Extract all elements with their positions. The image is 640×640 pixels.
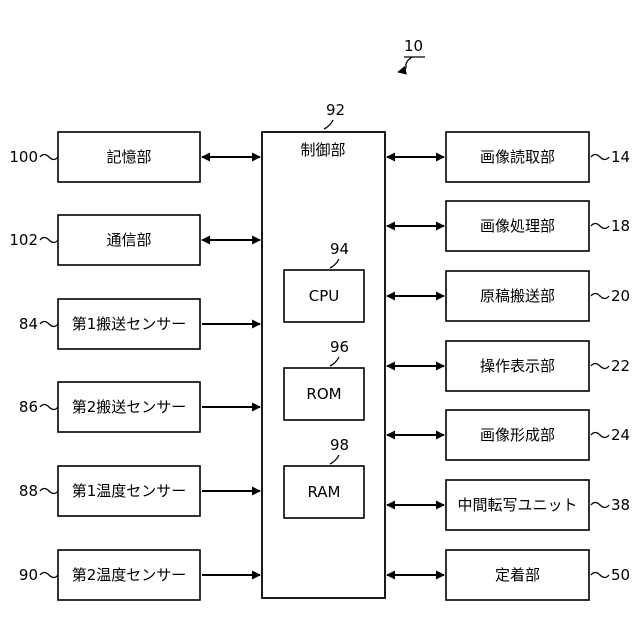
output-blocks: 画像読取部 14 画像処理部 18 原稿搬送部 20 操作表示部 22 画像形成部 24 中間転写ユ… (387, 132, 630, 600)
right-block-7: 定着部 50 (387, 550, 630, 600)
right-block-label: 画像読取部 (480, 148, 555, 166)
component-ref-number: 94 (330, 240, 349, 258)
component-label: CPU (309, 287, 340, 305)
right-block-ref-leader (591, 433, 609, 438)
right-block-5: 画像形成部 24 (387, 410, 630, 460)
controller-frame (262, 132, 385, 598)
right-block-ref-leader (591, 155, 609, 160)
component-ref-number: 96 (330, 338, 349, 356)
left-block-label: 第1温度センサー (72, 482, 187, 500)
left-block-label: 記憶部 (106, 148, 151, 166)
left-block-label: 第1搬送センサー (72, 315, 187, 333)
right-block-ref-leader (591, 503, 609, 508)
controller-block: 制御部 92 (262, 101, 385, 598)
right-block-label: 操作表示部 (480, 357, 555, 375)
right-block-ref-number: 14 (611, 148, 630, 166)
right-block-ref-number: 38 (611, 496, 630, 514)
left-block-2: 通信部 102 (9, 215, 260, 265)
right-block-ref-number: 50 (611, 566, 630, 584)
left-block-label: 第2搬送センサー (72, 398, 187, 416)
right-block-ref-leader (591, 224, 609, 229)
left-block-ref-number: 90 (19, 566, 38, 584)
right-block-6: 中間転写ユニット 38 (387, 480, 630, 530)
right-block-3: 原稿搬送部 20 (387, 271, 630, 321)
left-block-ref-number: 100 (9, 148, 38, 166)
left-block-5: 第1温度センサー 88 (19, 466, 260, 516)
component-ref-number: 98 (330, 436, 349, 454)
right-block-ref-number: 18 (611, 217, 630, 235)
controller-ref-number: 92 (326, 101, 345, 119)
right-block-ref-number: 22 (611, 357, 630, 375)
left-block-ref-number: 84 (19, 315, 38, 333)
right-block-label: 定着部 (495, 566, 540, 584)
right-block-ref-number: 24 (611, 426, 630, 444)
left-block-label: 第2温度センサー (72, 566, 187, 584)
right-block-label: 中間転写ユニット (457, 496, 577, 514)
figure-ref-number: 10 (404, 37, 423, 55)
right-block-ref-leader (591, 364, 609, 369)
left-block-ref-number: 86 (19, 398, 38, 416)
controller-label: 制御部 (300, 141, 345, 159)
left-block-3: 第1搬送センサー 84 (19, 299, 260, 349)
left-block-ref-leader (40, 238, 58, 243)
left-block-1: 記憶部 100 (9, 132, 260, 182)
controller-ref-leader (324, 120, 333, 129)
left-block-ref-leader (40, 489, 58, 494)
controller-components: CPU 94ROM 96RAM 98 (284, 240, 364, 518)
right-block-4: 操作表示部 22 (387, 341, 630, 391)
figure-ref-leader-arrow (398, 57, 412, 72)
right-block-label: 画像処理部 (480, 217, 555, 235)
right-block-label: 画像形成部 (480, 426, 555, 444)
right-block-2: 画像処理部 18 (387, 201, 630, 251)
right-block-ref-leader (591, 573, 609, 578)
input-blocks: 記憶部 100 通信部 102 第1搬送センサー 84 第2搬送センサー 86 第1温度センサー… (9, 132, 260, 600)
component-label: RAM (307, 483, 340, 501)
left-block-ref-leader (40, 155, 58, 160)
left-block-ref-leader (40, 405, 58, 410)
left-block-ref-leader (40, 573, 58, 578)
left-block-ref-leader (40, 322, 58, 327)
component-label: ROM (306, 385, 341, 403)
left-block-ref-number: 102 (9, 231, 38, 249)
left-block-6: 第2温度センサー 90 (19, 550, 260, 600)
left-block-ref-number: 88 (19, 482, 38, 500)
right-block-ref-number: 20 (611, 287, 630, 305)
left-block-4: 第2搬送センサー 86 (19, 382, 260, 432)
figure-reference: 10 (398, 37, 425, 72)
right-block-label: 原稿搬送部 (480, 287, 555, 305)
left-block-label: 通信部 (106, 231, 151, 249)
right-block-1: 画像読取部 14 (387, 132, 630, 182)
right-block-ref-leader (591, 294, 609, 299)
